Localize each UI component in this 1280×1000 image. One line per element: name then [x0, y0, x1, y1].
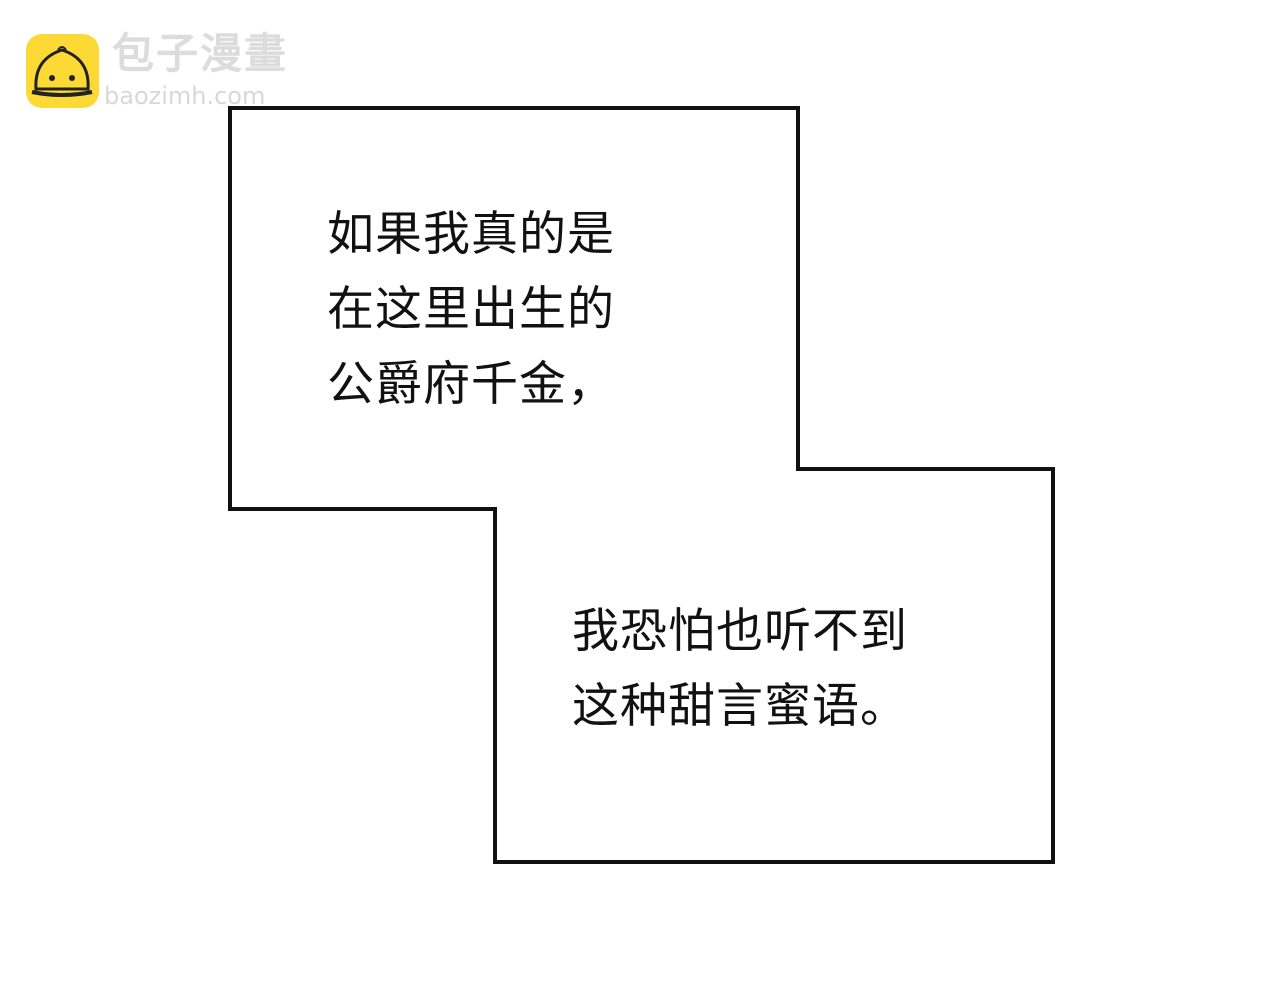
speech-text-1: 如果我真的是 在这里出生的 公爵府千金， — [327, 197, 615, 422]
text-line: 如果我真的是 — [327, 207, 615, 262]
watermark-name: 包子漫畫 — [112, 29, 289, 78]
bun-mascot-icon — [26, 34, 99, 108]
text-line: 在这里出生的 — [327, 282, 615, 337]
text-line: 公爵府千金， — [327, 357, 615, 412]
text-line: 这种甜言蜜语。 — [572, 679, 908, 734]
watermark-url: baozimh.com — [104, 82, 266, 110]
text-line: 我恐怕也听不到 — [572, 604, 908, 659]
speech-text-2: 我恐怕也听不到 这种甜言蜜语。 — [572, 594, 908, 744]
